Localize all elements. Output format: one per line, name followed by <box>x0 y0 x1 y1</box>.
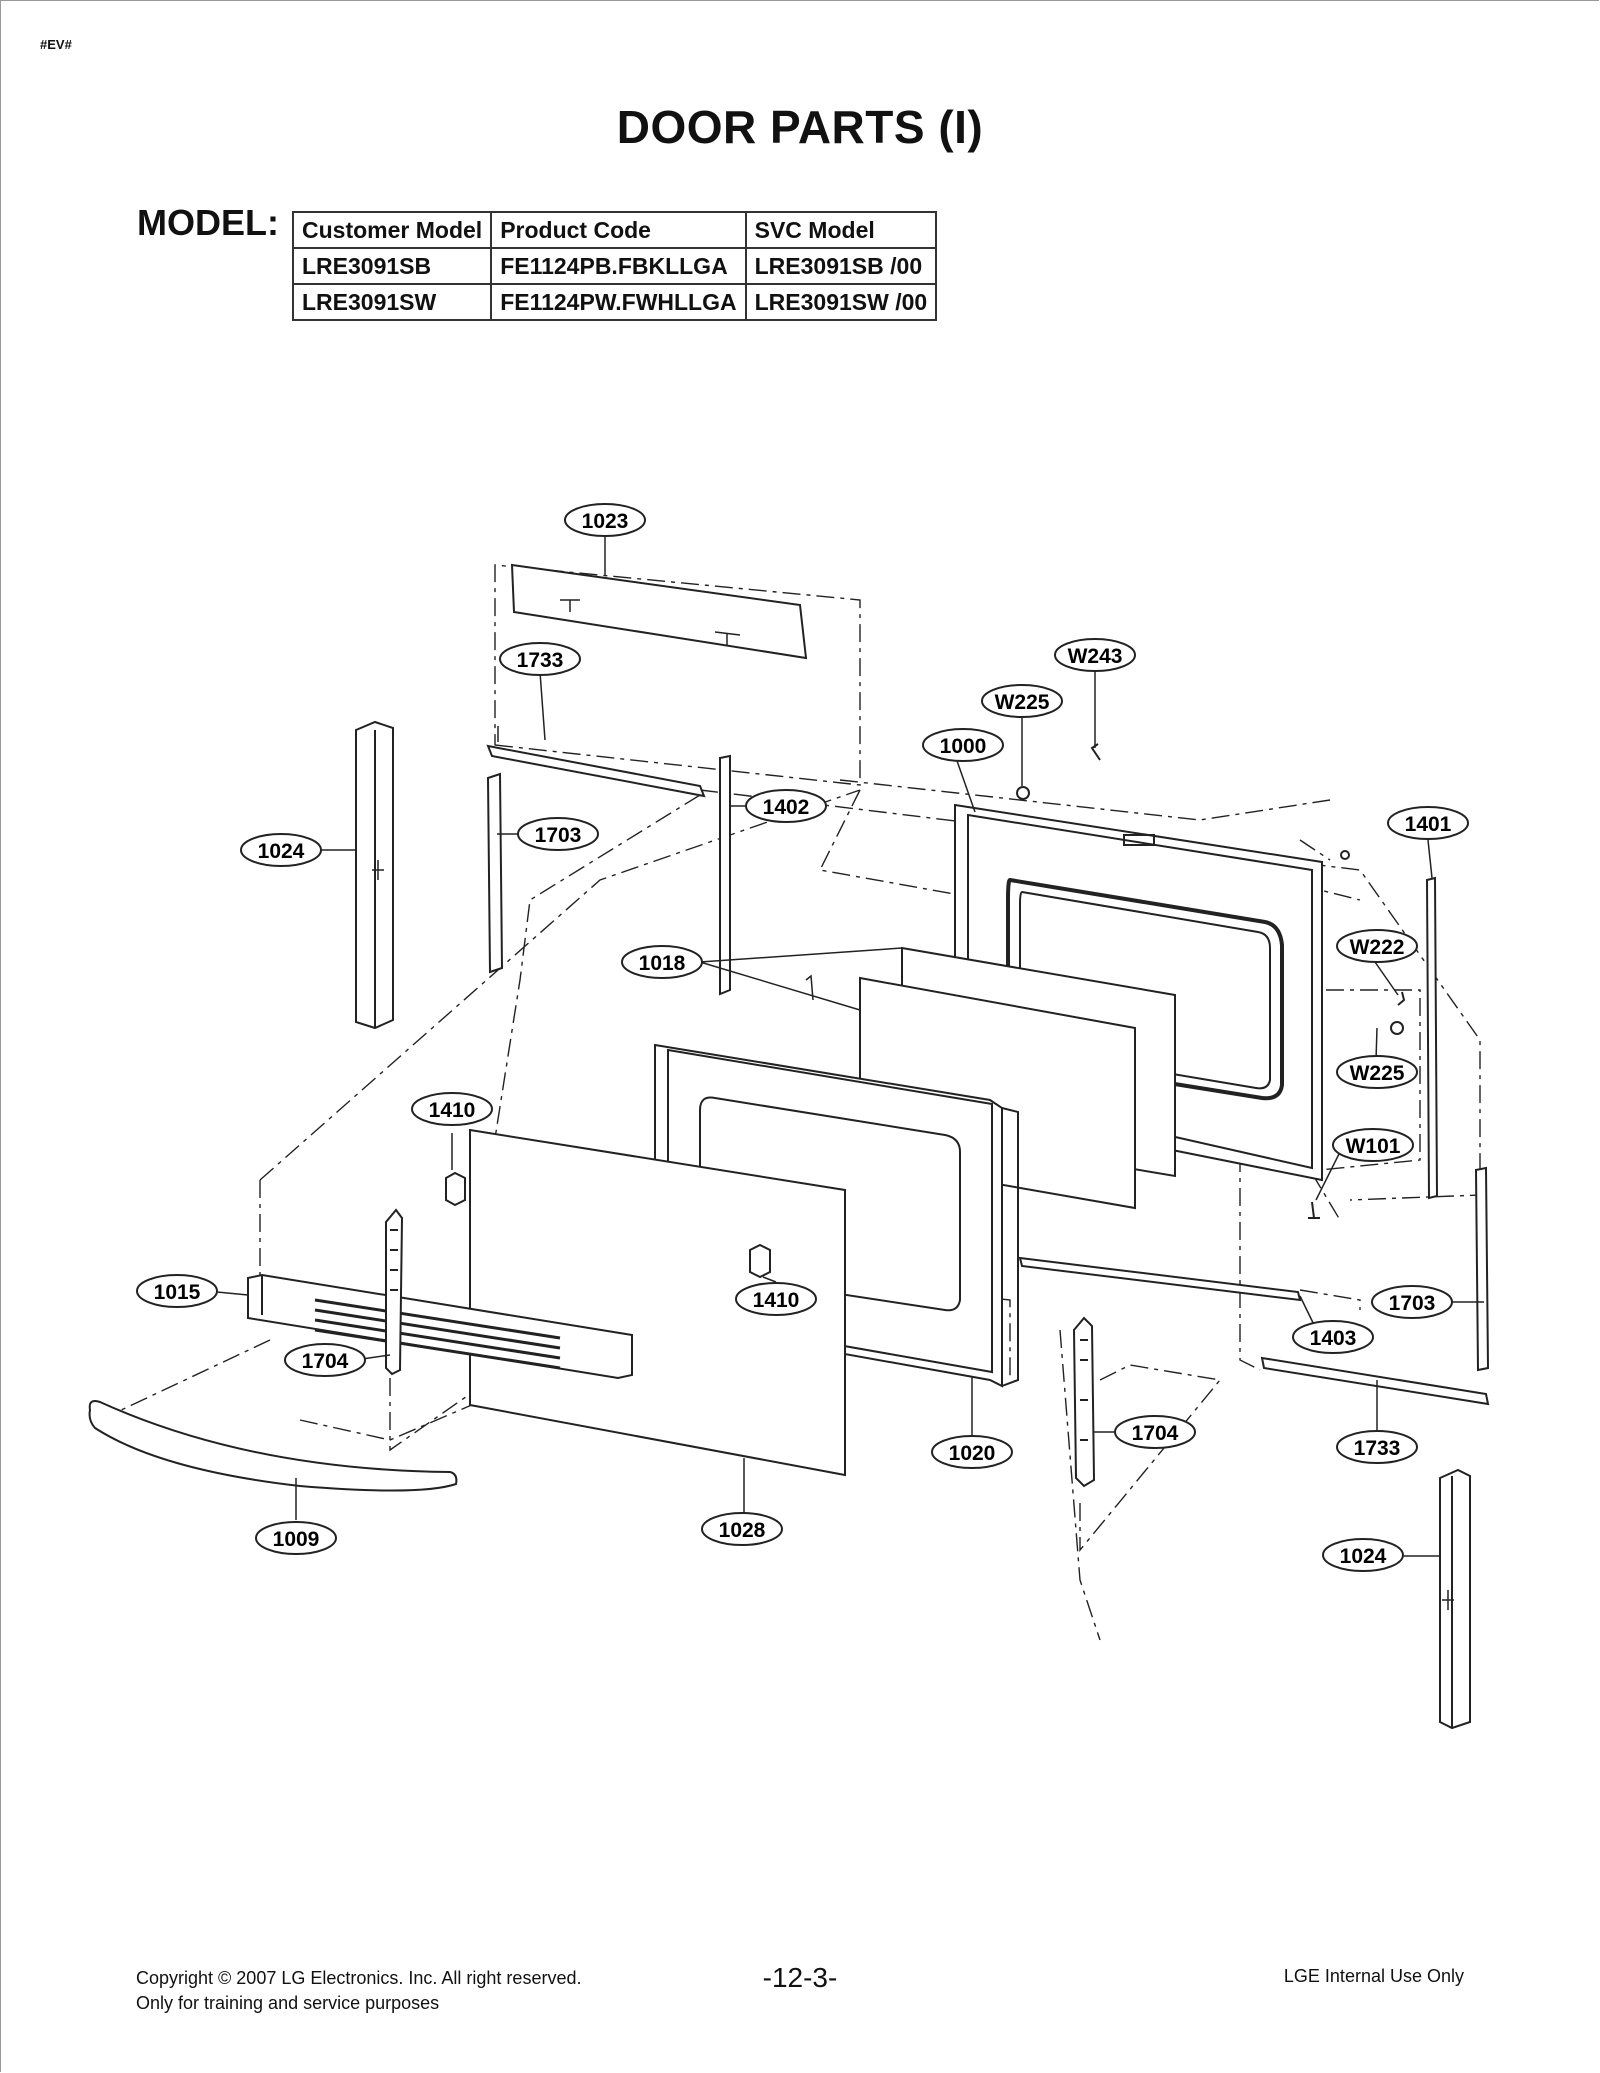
callout-1704-right: 1704 <box>1114 1415 1196 1449</box>
callout-w225-top: W225 <box>981 684 1063 718</box>
callout-1733-top: 1733 <box>499 642 581 676</box>
callout-1028: 1028 <box>701 1512 783 1546</box>
svg-text:1703: 1703 <box>535 824 582 847</box>
model-table-row: LRE3091SW FE1124PW.FWHLLGA LRE3091SW /00 <box>291 283 938 321</box>
svg-text:1024: 1024 <box>258 840 305 863</box>
callout-w101: W101 <box>1332 1128 1414 1162</box>
svg-text:W101: W101 <box>1346 1135 1401 1158</box>
callout-labels: 1023 1733 W243 W225 1000 1401 1024 1703 … <box>136 503 1469 1572</box>
svg-text:1015: 1015 <box>154 1281 201 1304</box>
spacer-1410-right <box>749 1243 771 1279</box>
svg-text:W222: W222 <box>1350 936 1405 959</box>
svg-text:1733: 1733 <box>517 649 564 672</box>
callout-1024-left: 1024 <box>240 833 322 867</box>
hinge-1704-left <box>385 1208 404 1376</box>
footer-copyright: Copyright © 2007 LG Electronics. Inc. Al… <box>136 1966 581 2016</box>
header-cell: Customer Model <box>291 211 493 249</box>
callout-w225-right: W225 <box>1336 1055 1418 1089</box>
spacer-1410-left <box>445 1171 466 1207</box>
bracket-1401 <box>1425 876 1439 1200</box>
svg-text:1401: 1401 <box>1405 813 1452 836</box>
callout-1703-left: 1703 <box>517 817 599 851</box>
svg-text:1020: 1020 <box>949 1442 996 1465</box>
washer-w225-top <box>1016 786 1030 800</box>
model-table-header-row: Customer Model Product Code SVC Model <box>291 211 938 249</box>
svg-text:W225: W225 <box>1350 1062 1405 1085</box>
model-table: Customer Model Product Code SVC Model LR… <box>291 211 938 321</box>
door-handle-1009 <box>88 1400 458 1492</box>
table-cell: LRE3091SW /00 <box>744 283 938 321</box>
callout-1403: 1403 <box>1292 1320 1374 1354</box>
bracket-1733-bottom <box>1260 1356 1490 1406</box>
svg-text:1403: 1403 <box>1310 1327 1357 1350</box>
callout-w222: W222 <box>1336 929 1418 963</box>
leader-lines <box>216 537 1484 1557</box>
callout-1410-left: 1410 <box>411 1092 493 1126</box>
svg-text:1704: 1704 <box>302 1350 349 1373</box>
callout-1009: 1009 <box>255 1521 337 1555</box>
vent-panel-1015 <box>247 1273 633 1380</box>
copyright-text: Copyright © 2007 LG Electronics. Inc. Al… <box>136 1968 582 1988</box>
callout-1018: 1018 <box>621 945 703 979</box>
table-cell: FE1124PB.FBKLLGA <box>490 247 747 285</box>
page-title: DOOR PARTS (I) <box>616 101 984 153</box>
callout-1410-right: 1410 <box>735 1282 817 1316</box>
bracket-1402 <box>719 754 731 996</box>
screw-w222 <box>1397 991 1406 1006</box>
gasket-strip-1703-right <box>1474 1166 1490 1372</box>
table-cell: FE1124PW.FWHLLGA <box>490 283 747 321</box>
callout-1733-bottom: 1733 <box>1336 1430 1418 1464</box>
svg-text:1028: 1028 <box>719 1519 766 1542</box>
svg-text:1018: 1018 <box>639 952 686 975</box>
svg-text:W225: W225 <box>995 691 1050 714</box>
svg-text:1704: 1704 <box>1132 1422 1179 1445</box>
table-cell: LRE3091SB <box>291 247 493 285</box>
callout-1024-right: 1024 <box>1322 1538 1404 1572</box>
hinge-1704-right <box>1072 1316 1096 1488</box>
callout-1401: 1401 <box>1387 806 1469 840</box>
table-cell: LRE3091SW <box>291 283 493 321</box>
svg-text:1000: 1000 <box>940 735 987 758</box>
header-cell: Product Code <box>490 211 747 249</box>
model-table-row: LRE3091SB FE1124PB.FBKLLGA LRE3091SB /00 <box>291 247 938 285</box>
svg-text:1023: 1023 <box>582 510 629 533</box>
svg-text:1410: 1410 <box>429 1099 476 1122</box>
washer-w225-right <box>1390 1021 1404 1035</box>
bracket-1403 <box>1018 1256 1302 1302</box>
gasket-strip-1703-left <box>486 772 504 974</box>
header-cell: SVC Model <box>744 211 938 249</box>
internal-use-label: LGE Internal Use Only <box>1283 1966 1464 1986</box>
svg-text:1402: 1402 <box>763 796 810 819</box>
callout-1015: 1015 <box>136 1274 218 1308</box>
svg-text:1410: 1410 <box>753 1289 800 1312</box>
model-label: MODEL: <box>137 202 279 243</box>
bracket-1733-top <box>486 744 706 798</box>
svg-text:1733: 1733 <box>1354 1437 1401 1460</box>
callout-1402: 1402 <box>745 789 827 823</box>
callout-1000: 1000 <box>922 728 1004 762</box>
table-cell: LRE3091SB /00 <box>744 247 938 285</box>
page-number: -12-3- <box>762 1962 838 1993</box>
svg-text:W243: W243 <box>1068 645 1123 668</box>
svg-text:1009: 1009 <box>273 1528 320 1551</box>
svg-text:1024: 1024 <box>1340 1545 1387 1568</box>
screw-w243 <box>1090 743 1101 761</box>
side-trim-1024-right <box>1439 1468 1471 1730</box>
callout-1704-left: 1704 <box>284 1343 366 1377</box>
purpose-text: Only for training and service purposes <box>136 1993 440 2013</box>
screw-w101 <box>1308 1201 1320 1219</box>
callout-w243: W243 <box>1054 638 1136 672</box>
svg-text:1703: 1703 <box>1389 1292 1436 1315</box>
callout-1703-right: 1703 <box>1371 1285 1453 1319</box>
callout-1020: 1020 <box>931 1435 1013 1469</box>
callout-1023: 1023 <box>564 503 646 537</box>
document-tag: #EV# <box>40 37 72 52</box>
